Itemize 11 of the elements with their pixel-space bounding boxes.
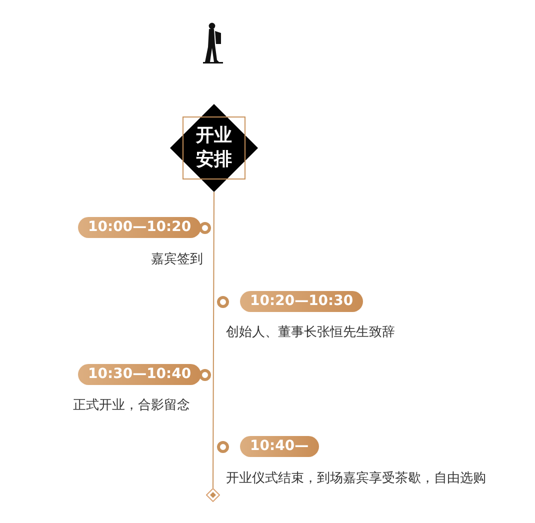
title-diamond: 开业安排 bbox=[170, 104, 258, 192]
event-description: 正式开业，合影留念 bbox=[73, 397, 190, 414]
time-pill: 10:30—10:40 bbox=[78, 364, 202, 385]
event-description: 开业仪式结束，到场嘉宾享受茶歇，自由选购 bbox=[226, 470, 486, 487]
time-pill: 10:00—10:20 bbox=[78, 217, 202, 238]
timeline-line bbox=[212, 192, 214, 488]
event-description: 创始人、董事长张恒先生致辞 bbox=[226, 324, 395, 341]
time-pill: 10:20—10:30 bbox=[240, 291, 364, 312]
end-diamond bbox=[206, 488, 220, 502]
time-pill: 10:40— bbox=[240, 436, 319, 457]
event-description: 嘉宾签到 bbox=[151, 251, 203, 268]
